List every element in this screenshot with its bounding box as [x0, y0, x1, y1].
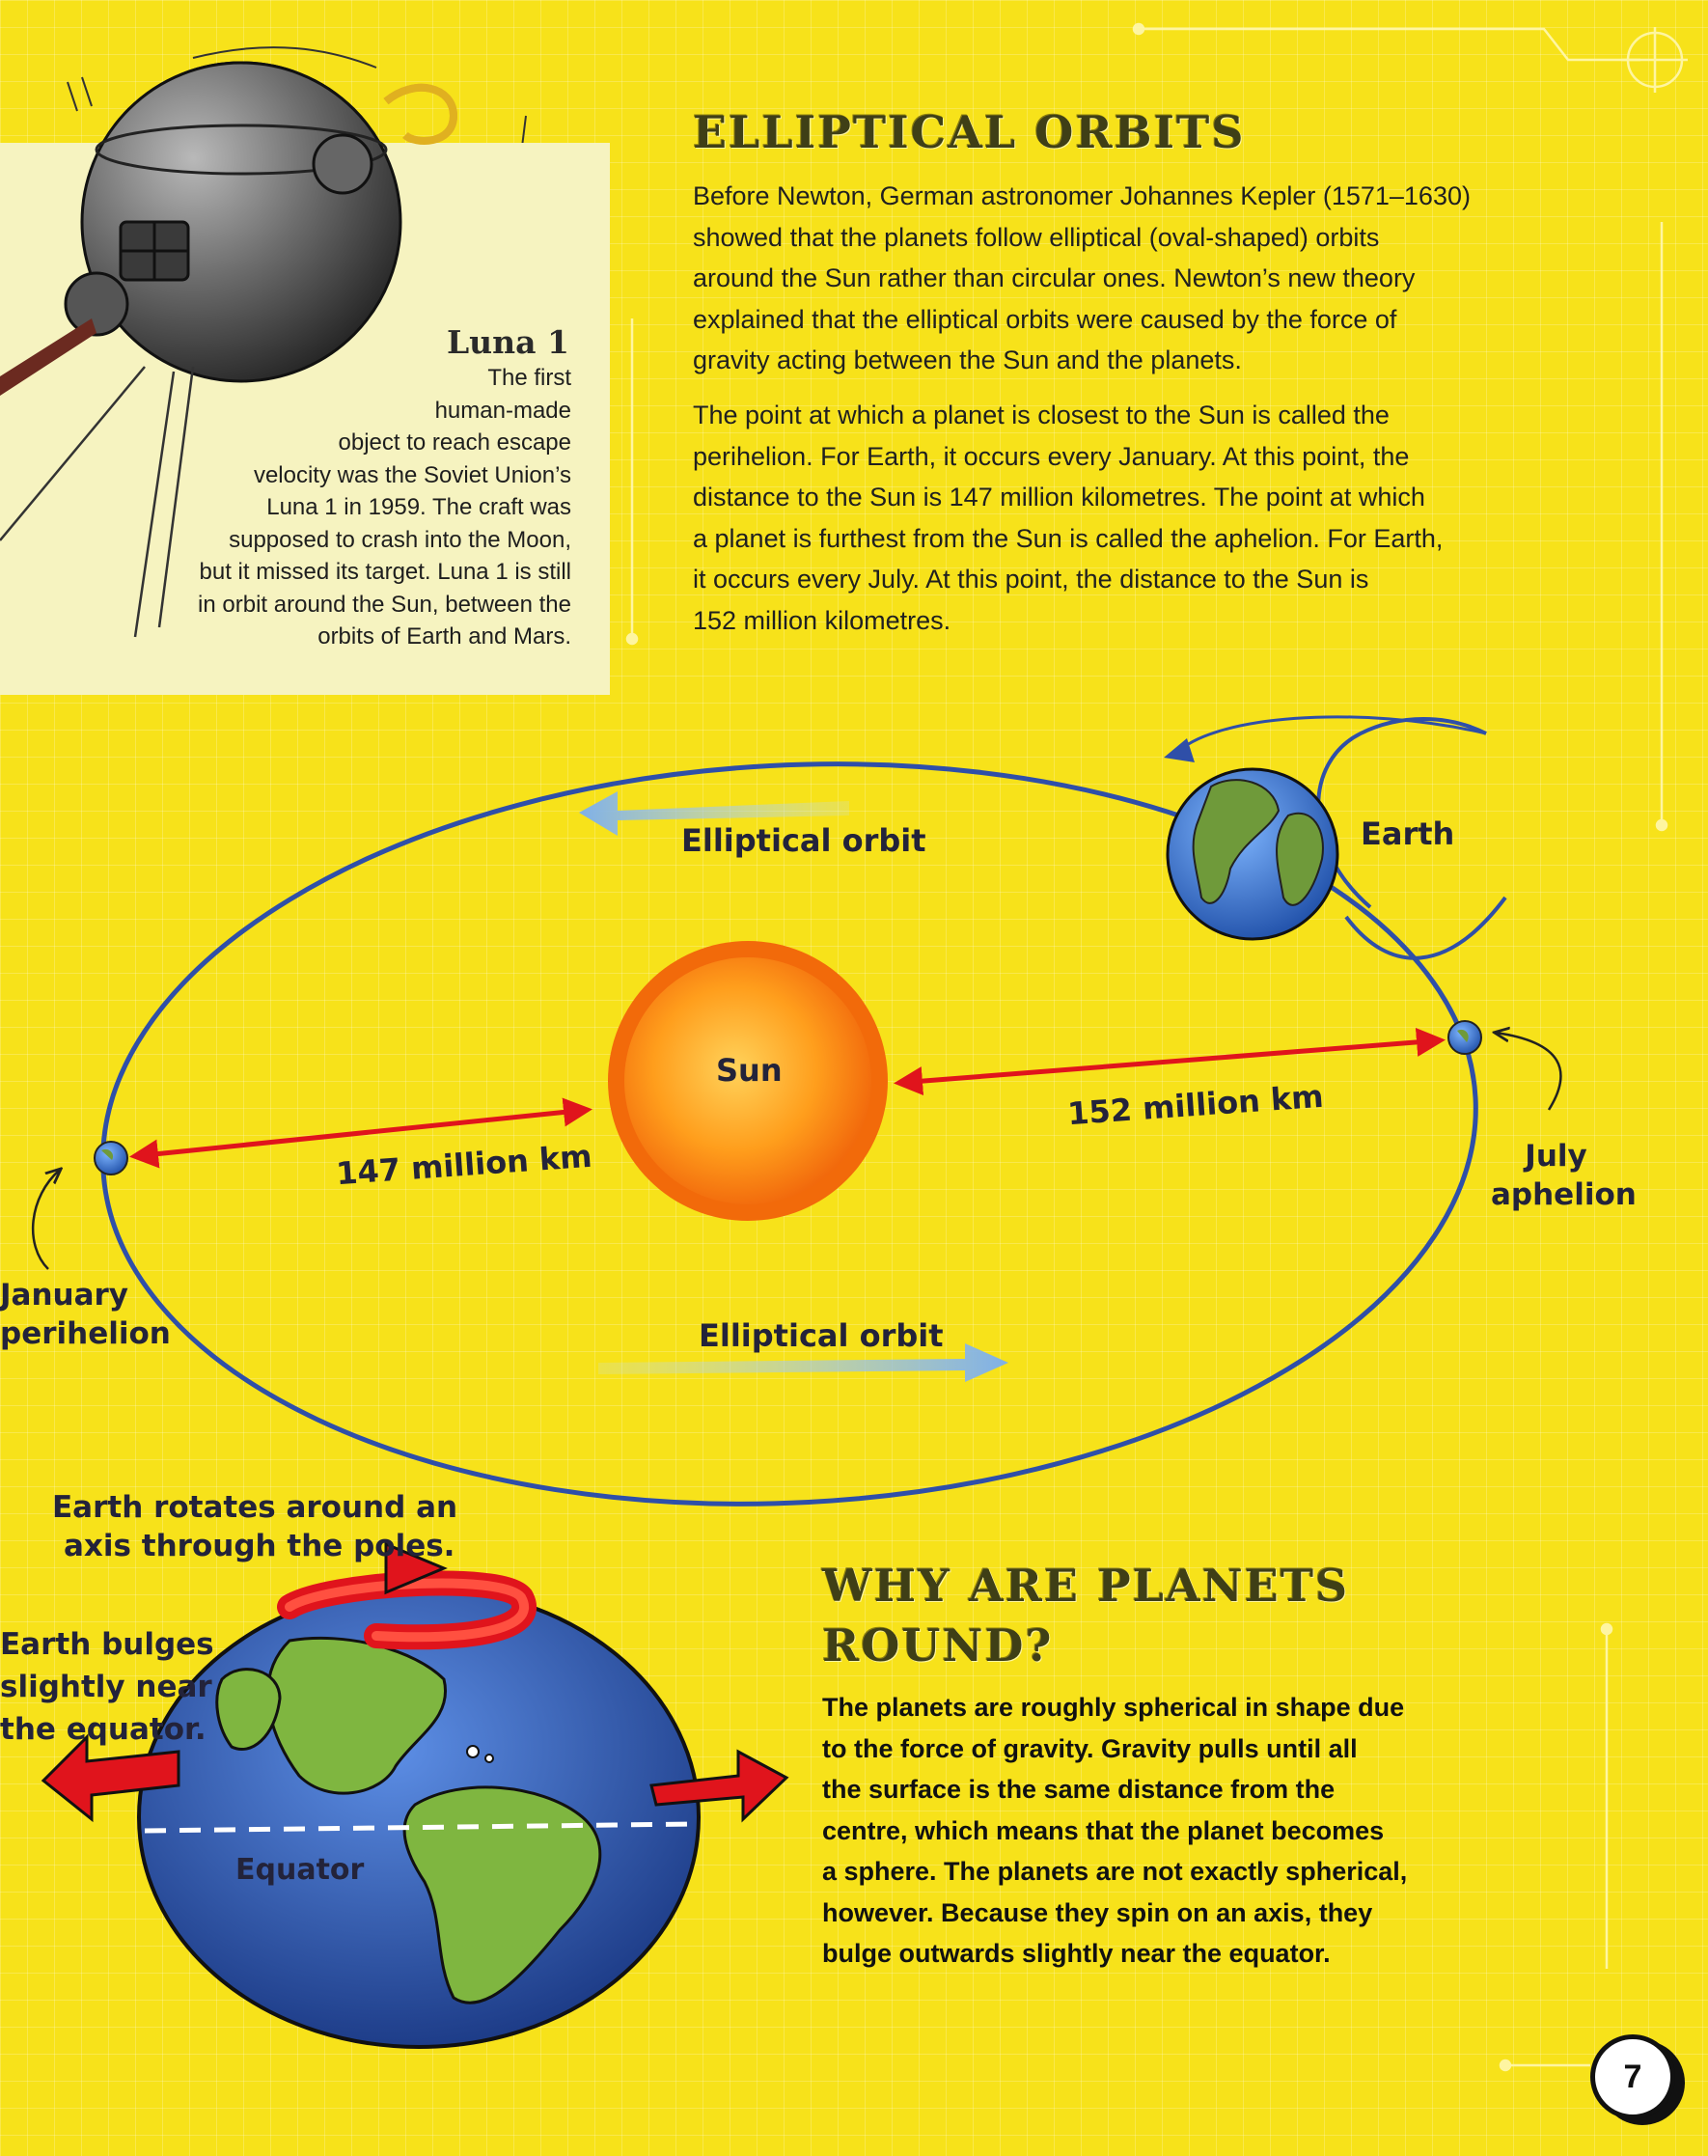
luna-line: The first — [487, 365, 571, 391]
paragraph-line: Before Newton, German astronomer Johanne… — [693, 181, 1471, 210]
sun-label: Sun — [716, 1052, 783, 1089]
bulge-label-line: the equator. — [0, 1712, 207, 1747]
orbit-diagram — [31, 715, 1562, 1506]
heading-line: ROUND? — [822, 1619, 1054, 1672]
paragraph-line: a planet is furthest from the Sun is cal… — [693, 523, 1444, 553]
paragraph-line: a sphere. The planets are not exactly sp… — [822, 1857, 1408, 1886]
luna-1-probe-overlay — [0, 61, 458, 638]
paragraph-line: 152 million kilometres. — [693, 605, 951, 635]
why-planets-round-heading: WHY ARE PLANETS ROUND? — [822, 1556, 1420, 1675]
elliptical-orbits-heading: ELLIPTICAL ORBITS — [693, 106, 1246, 158]
orbit-label-bottom: Elliptical orbit — [699, 1317, 944, 1354]
rotation-axis-label: Earth rotates around an axis through the… — [52, 1488, 457, 1565]
orbit-label-top: Elliptical orbit — [681, 822, 926, 859]
paragraph-line: bulge outwards slightly near the equator… — [822, 1939, 1331, 1968]
elliptical-intro-paragraph: Before Newton, German astronomer Johanne… — [693, 176, 1590, 381]
earth-rotation-diagram — [41, 1541, 789, 2049]
rotation-label-line: Earth rotates around an — [52, 1490, 458, 1525]
july-aphelion-label: July aphelion — [1491, 1137, 1637, 1214]
rotation-label-line: axis through the poles. — [64, 1529, 455, 1563]
paragraph-line: centre, which means that the planet beco… — [822, 1815, 1385, 1845]
perihelion-label-line: perihelion — [0, 1316, 171, 1351]
paragraph-line: The planets are roughly spherical in sha… — [822, 1693, 1405, 1722]
luna-line: but it missed its target. Luna 1 is stil… — [199, 559, 572, 585]
luna-1-description: The first human-made object to reach esc… — [96, 362, 571, 653]
aphelion-label-line: aphelion — [1491, 1177, 1637, 1212]
why-planets-round-paragraph: The planets are roughly spherical in sha… — [822, 1687, 1575, 1975]
luna-line: object to reach escape — [338, 429, 572, 456]
paragraph-line: distance to the Sun is 147 million kilom… — [693, 483, 1425, 511]
luna-1-title: Luna 1 — [446, 323, 569, 361]
luna-line: in orbit around the Sun, between the — [198, 591, 571, 618]
january-perihelion-label: January perihelion — [0, 1276, 171, 1353]
bulge-label-line: Earth bulges — [0, 1627, 214, 1662]
luna-line: orbits of Earth and Mars. — [317, 623, 571, 650]
paragraph-line: to the force of gravity. Gravity pulls u… — [822, 1733, 1358, 1763]
paragraph-line: it occurs every July. At this point, the… — [693, 565, 1369, 594]
page-number: 7 — [1590, 2034, 1675, 2119]
paragraph-line: gravity acting between the Sun and the p… — [693, 346, 1242, 374]
luna-line: Luna 1 in 1959. The craft was — [266, 494, 571, 520]
paragraph-line: showed that the planets follow elliptica… — [693, 222, 1380, 252]
aphelion-label-line: July — [1525, 1139, 1587, 1174]
perihelion-aphelion-paragraph: The point at which a planet is closest t… — [693, 395, 1590, 641]
paragraph-line: perihelion. For Earth, it occurs every J… — [693, 441, 1410, 471]
luna-line: supposed to crash into the Moon, — [229, 526, 571, 553]
heading-line: WHY ARE PLANETS — [822, 1560, 1350, 1612]
paragraph-line: however. Because they spin on an axis, t… — [822, 1897, 1373, 1927]
luna-line: human-made — [434, 397, 571, 424]
earth-label: Earth — [1361, 815, 1455, 852]
circuit-decoration — [625, 22, 1688, 2072]
luna-line: velocity was the Soviet Union’s — [253, 461, 571, 488]
equator-bulge-label: Earth bulges slightly near the equator. — [0, 1623, 214, 1751]
bulge-label-line: slightly near — [0, 1670, 212, 1704]
equator-label: Equator — [235, 1853, 365, 1887]
paragraph-line: the surface is the same distance from th… — [822, 1775, 1336, 1804]
paragraph-line: around the Sun rather than circular ones… — [693, 263, 1416, 292]
paragraph-line: The point at which a planet is closest t… — [693, 401, 1390, 429]
perihelion-label-line: January — [0, 1278, 129, 1313]
paragraph-line: explained that the elliptical orbits wer… — [693, 304, 1397, 334]
